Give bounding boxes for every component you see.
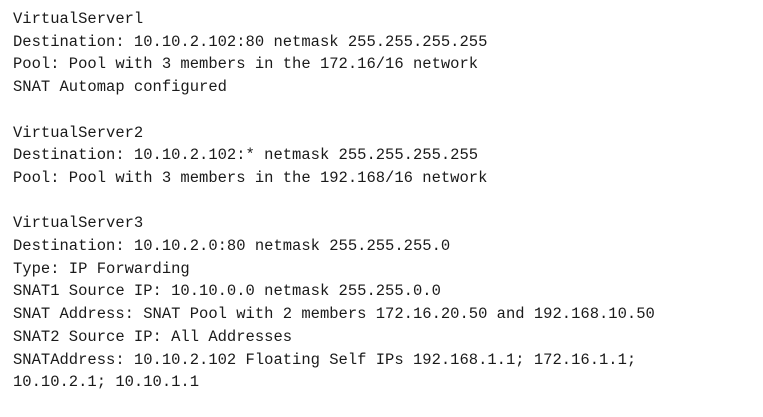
virtual-server-1-title: VirtualServerl (13, 10, 144, 28)
virtual-server-2-block: VirtualServer2 Destination: 10.10.2.102:… (13, 122, 758, 190)
virtual-server-1-block: VirtualServerl Destination: 10.10.2.102:… (13, 8, 758, 99)
virtual-server-2-pool: Pool: Pool with 3 members in the 192.168… (13, 168, 488, 187)
virtual-server-3-snataddress: SNATAddress: 10.10.2.102 Floating Self I… (13, 350, 637, 369)
virtual-server-3-snataddress-cont: 10.10.2.1; 10.10.1.1 (13, 373, 200, 392)
virtual-server-3-snat2-source: SNAT2 Source IP: All Addresses (13, 327, 293, 346)
virtual-server-1-pool: Pool: Pool with 3 members in the 172.16/… (13, 55, 479, 74)
virtual-server-3-destination: Destination: 10.10.2.0:80 netmask 255.25… (13, 237, 451, 255)
virtual-server-3-snat-address: SNAT Address: SNAT Pool with 2 members 1… (13, 305, 655, 324)
virtual-server-3-title: VirtualServer3 (13, 214, 144, 233)
virtual-server-2-destination: Destination: 10.10.2.102:* netmask 255.2… (13, 146, 479, 165)
virtual-server-3-snat1-source: SNAT1 Source IP: 10.10.0.0 netmask 255.2… (13, 282, 441, 301)
virtual-server-3-type: Type: IP Forwarding (13, 259, 190, 278)
virtual-server-2-title: VirtualServer2 (13, 123, 144, 142)
config-document: VirtualServerl Destination: 10.10.2.102:… (13, 8, 758, 417)
virtual-server-1-snat: SNAT Automap configured (13, 78, 227, 97)
virtual-server-1-destination: Destination: 10.10.2.102:80 netmask 255.… (13, 32, 488, 51)
virtual-server-3-block: VirtualServer3 Destination: 10.10.2.0:80… (13, 212, 758, 394)
